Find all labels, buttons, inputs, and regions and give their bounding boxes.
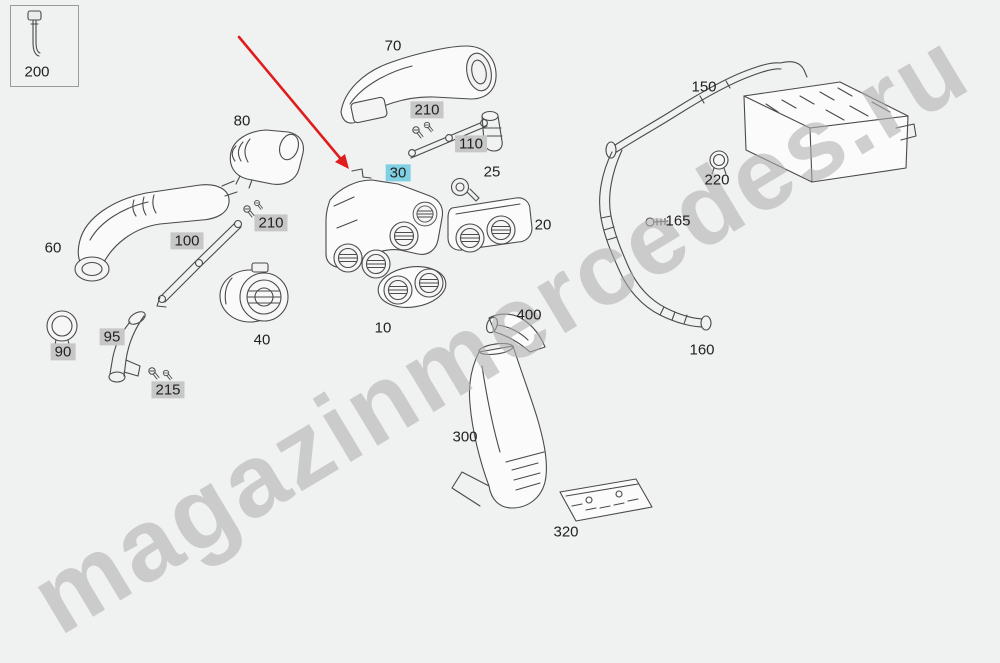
part-drawing-400-elbow-duct [486, 313, 546, 353]
part-label-150[interactable]: 150 [691, 78, 717, 96]
part-label-220[interactable]: 220 [704, 171, 730, 189]
part-drawing-60-left-duct [74, 180, 238, 282]
part-drawing-320-plate [559, 478, 653, 522]
part-label-80[interactable]: 80 [233, 112, 251, 130]
part-drawing-210-upper-bracket [408, 119, 488, 159]
part-drawing-100-bracket [156, 219, 243, 308]
part-drawing-165-bolt [645, 217, 669, 227]
part-drawing-40-round-vent [219, 262, 289, 323]
part-label-10[interactable]: 10 [374, 319, 392, 337]
part-drawing-160-hose [599, 149, 712, 331]
part-label-210[interactable]: 210 [410, 101, 444, 119]
selection-arrow [237, 35, 349, 169]
part-drawing-80-duct-piece [229, 129, 304, 189]
part-label-40[interactable]: 40 [253, 331, 271, 349]
part-label-70[interactable]: 70 [384, 37, 402, 55]
part-label-95[interactable]: 95 [99, 328, 125, 346]
part-drawing-housing-box [743, 81, 917, 183]
part-drawing-30-vent-housing [325, 168, 444, 279]
part-label-215[interactable]: 215 [151, 381, 185, 399]
part-drawing-200-sensor-key [27, 10, 42, 57]
part-label-25[interactable]: 25 [483, 163, 501, 181]
part-drawing-20-vent-pair [447, 197, 533, 253]
part-label-60[interactable]: 60 [44, 239, 62, 257]
part-label-210[interactable]: 210 [254, 214, 288, 232]
part-label-30[interactable]: 30 [385, 164, 411, 182]
part-label-160[interactable]: 160 [689, 341, 715, 359]
part-label-100[interactable]: 100 [170, 232, 204, 250]
part-label-320[interactable]: 320 [553, 523, 579, 541]
part-label-165[interactable]: 165 [665, 212, 691, 230]
part-drawing-25-screw [450, 177, 480, 202]
part-label-20[interactable]: 20 [534, 216, 552, 234]
part-drawing-220-clamp [709, 150, 729, 175]
legend-box [10, 5, 79, 87]
part-label-90[interactable]: 90 [50, 343, 76, 361]
part-label-200[interactable]: 200 [24, 63, 50, 81]
part-drawing-70-upper-duct [340, 45, 497, 124]
part-label-300[interactable]: 300 [452, 428, 478, 446]
part-drawing-10-vent-pair [377, 266, 447, 308]
part-drawing-300-floor-duct [451, 342, 547, 509]
part-label-110[interactable]: 110 [455, 135, 487, 153]
part-label-400[interactable]: 400 [516, 306, 542, 324]
part-drawing-150-hose [605, 61, 808, 159]
